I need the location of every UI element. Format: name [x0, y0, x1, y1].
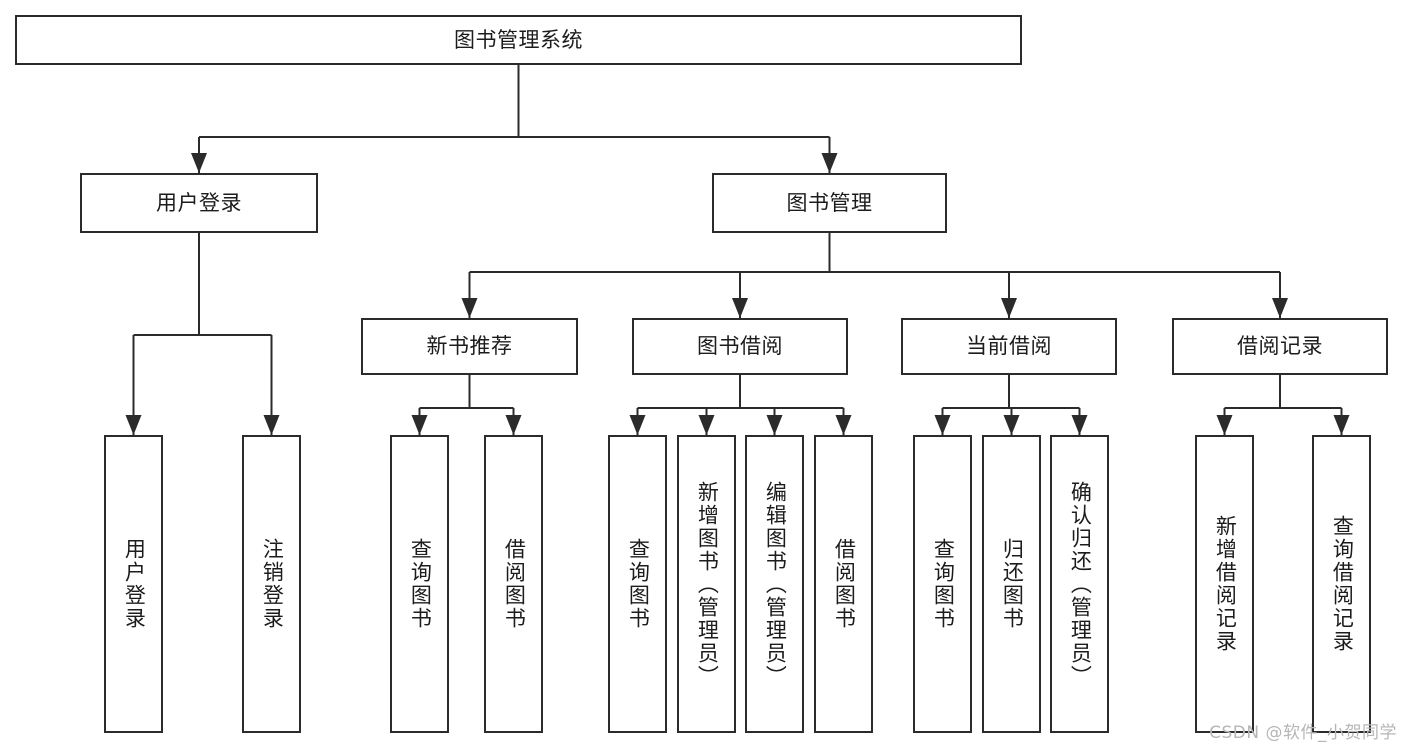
connector-arrowhead [461, 298, 478, 318]
node-label: 借阅图书 [502, 538, 527, 630]
connector-arrowhead [821, 153, 838, 173]
connector-arrowhead [766, 415, 783, 435]
node-label: 查询图书 [931, 538, 956, 630]
connector-arrowhead [505, 415, 522, 435]
node-l-addbook: 新增图书（管理员） [677, 435, 736, 733]
node-n-bookmgr: 图书管理 [712, 173, 947, 233]
node-label: 确认归还（管理员） [1068, 480, 1093, 688]
node-label: 图书借阅 [697, 334, 783, 359]
connector-arrowhead [698, 415, 715, 435]
node-label: 用户登录 [156, 190, 242, 215]
node-l-query2: 查询图书 [608, 435, 667, 733]
connector-arrowhead [1333, 415, 1350, 435]
node-label: 当前借阅 [966, 334, 1052, 359]
node-label: 新书推荐 [426, 334, 513, 359]
node-l-editbook: 编辑图书（管理员） [745, 435, 804, 733]
connector-arrowhead [835, 415, 852, 435]
connector-arrowhead [1003, 415, 1020, 435]
node-l-borrow2: 借阅图书 [814, 435, 873, 733]
connector-arrowhead [1071, 415, 1088, 435]
node-label: 借阅图书 [832, 538, 857, 630]
node-label: 借阅记录 [1237, 334, 1323, 359]
node-l-logout: 注销登录 [242, 435, 301, 733]
node-l-borrow1: 借阅图书 [484, 435, 543, 733]
node-label: 新增借阅记录 [1213, 515, 1238, 653]
connector-arrowhead [934, 415, 951, 435]
connector-arrowhead [125, 415, 142, 435]
node-n-login: 用户登录 [80, 173, 318, 233]
node-label: 查询借阅记录 [1330, 515, 1355, 653]
node-label: 图书管理系统 [454, 27, 583, 52]
connector-arrowhead [411, 415, 428, 435]
node-label: 查询图书 [626, 538, 651, 630]
node-label: 查询图书 [408, 538, 433, 630]
connector-arrowhead [629, 415, 646, 435]
node-l-userlogin: 用户登录 [104, 435, 163, 733]
connector-arrowhead [263, 415, 280, 435]
node-label: 新增图书（管理员） [695, 480, 720, 688]
node-l-return: 归还图书 [982, 435, 1041, 733]
node-label: 归还图书 [1000, 538, 1025, 630]
node-n-newbook: 新书推荐 [361, 318, 578, 375]
connector-arrowhead [191, 153, 207, 173]
node-l-queryrec: 查询借阅记录 [1312, 435, 1371, 733]
node-l-query3: 查询图书 [913, 435, 972, 733]
connector-arrowhead [732, 298, 748, 318]
node-label: 图书管理 [786, 190, 873, 215]
node-label: 用户登录 [122, 538, 147, 630]
node-label: 注销登录 [260, 538, 285, 630]
node-root: 图书管理系统 [15, 15, 1022, 65]
connector-arrowhead [1216, 415, 1233, 435]
node-label: 编辑图书（管理员） [763, 480, 788, 688]
connector-arrowhead [1001, 298, 1017, 318]
node-l-addrec: 新增借阅记录 [1195, 435, 1254, 733]
node-l-confirm: 确认归还（管理员） [1050, 435, 1109, 733]
watermark-label: CSDN @软件_小贺同学 [1209, 723, 1397, 743]
node-n-record: 借阅记录 [1172, 318, 1388, 375]
node-n-borrow: 图书借阅 [632, 318, 848, 375]
node-n-current: 当前借阅 [901, 318, 1117, 375]
node-l-query1: 查询图书 [390, 435, 449, 733]
connector-arrowhead [1272, 298, 1288, 318]
